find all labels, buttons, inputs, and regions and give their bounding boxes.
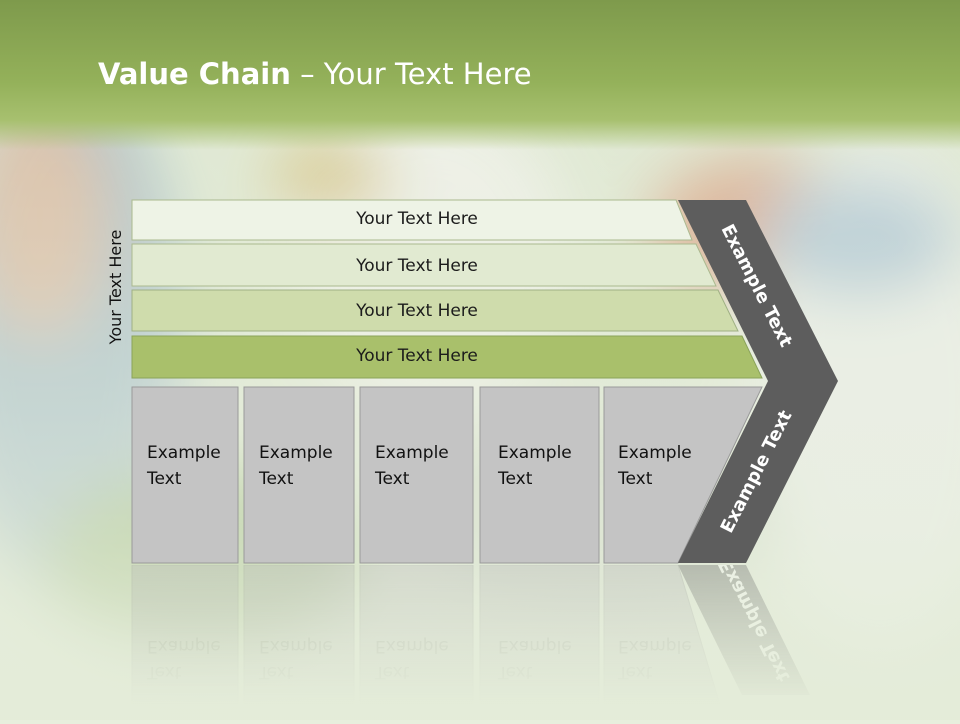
box-label-line2: Text (147, 469, 182, 489)
box-label-line1: Example (147, 443, 221, 463)
box-label-line1: Example (498, 443, 572, 463)
bar-shape-1 (131, 199, 693, 241)
box-label-line1: Example (259, 443, 333, 463)
bar-shape-4 (131, 335, 763, 379)
bar-shape-3 (131, 289, 739, 332)
box-label-1: Example Text (147, 440, 247, 492)
bar-shape-2 (131, 243, 717, 287)
box-label-5: Example Text (618, 440, 718, 492)
slide-title: Value Chain – Your Text Here (98, 54, 532, 94)
chevron-arrow (678, 200, 838, 563)
box-shape-3 (359, 386, 474, 564)
box-label-line2: Text (498, 469, 533, 489)
box-shape-4 (479, 386, 600, 564)
bar-label-1: Your Text Here (356, 209, 478, 229)
box-label-line1: Example (375, 443, 449, 463)
box-label-2: Example Text (259, 440, 359, 492)
bar-label-3: Your Text Here (356, 301, 478, 321)
header-band (0, 0, 960, 150)
title-bold: Value Chain (98, 57, 291, 91)
bar-label-2: Your Text Here (356, 256, 478, 276)
bar-label-4: Your Text Here (356, 346, 478, 366)
box-label-4: Example Text (498, 440, 598, 492)
box-label-line2: Text (259, 469, 294, 489)
box-label-line2: Text (618, 469, 653, 489)
title-rest: – Your Text Here (290, 57, 532, 91)
box-label-line1: Example (618, 443, 692, 463)
box-label-line2: Text (375, 469, 410, 489)
box-label-3: Example Text (375, 440, 475, 492)
box-shape-2 (243, 386, 355, 564)
box-shape-1 (131, 386, 239, 564)
